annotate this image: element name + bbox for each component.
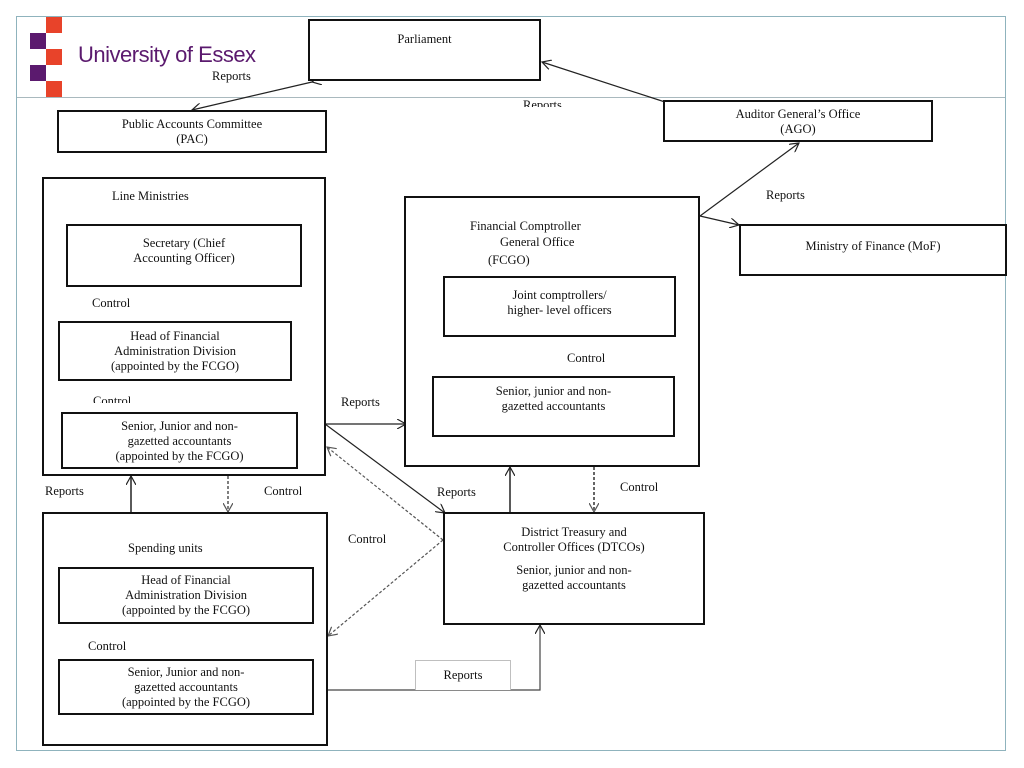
node-dtco: District Treasury and Controller Offices… — [443, 512, 705, 625]
node-line: Senior, Junior and non- — [121, 419, 238, 433]
node-line: (FCGO) — [488, 253, 530, 267]
node-line: (AGO) — [780, 122, 816, 136]
node-line: gazetted accountants — [522, 578, 626, 592]
node-line: Controller Offices (DTCOs) — [503, 540, 645, 554]
node-title: Spending units — [128, 541, 203, 555]
header-divider — [17, 97, 1005, 98]
node-line: higher- level officers — [507, 303, 612, 317]
edge-label-control: Control — [264, 484, 303, 498]
node-ago: Auditor General’s Office (AGO) — [663, 100, 933, 142]
node-line: General Office — [500, 235, 575, 249]
node-line: gazetted accountants — [127, 434, 232, 448]
edge-label-reports: Reports — [437, 485, 476, 499]
node-line: District Treasury and — [521, 525, 627, 539]
node-line: Head of Financial — [130, 329, 220, 343]
edge-label-control: Control — [620, 480, 659, 494]
node-lm-head-fad: Head of Financial Administration Divisio… — [58, 321, 292, 381]
node-line: Senior, junior and non- — [516, 563, 632, 577]
node-mof: Ministry of Finance (MoF) — [739, 224, 1007, 276]
node-line: (appointed by the FCGO) — [121, 603, 251, 617]
node-line: (PAC) — [176, 132, 208, 146]
logo-square — [30, 65, 46, 81]
node-title: Parliament — [397, 32, 452, 46]
node-line: gazetted accountants — [501, 399, 606, 413]
node-title: Ministry of Finance (MoF) — [805, 239, 941, 253]
slide-frame — [16, 16, 1006, 751]
node-line: (appointed by the FCGO) — [115, 449, 244, 463]
logo-square — [30, 33, 46, 49]
node-line: Auditor General’s Office — [735, 107, 861, 121]
node-line: Accounting Officer) — [133, 251, 235, 265]
node-line: Public Accounts Committee — [121, 117, 263, 131]
node-su-accountants: Senior, Junior and non- gazetted account… — [58, 659, 314, 715]
node-parliament: Parliament — [308, 19, 541, 81]
node-line: Administration Division — [125, 588, 247, 602]
node-fcgo-joint: Joint comptrollers/ higher- level office… — [443, 276, 676, 337]
node-line: Head of Financial — [141, 573, 231, 587]
node-line: Senior, Junior and non- — [127, 665, 245, 679]
node-line: Secretary (Chief — [142, 236, 226, 250]
edge-label-reports: Reports — [766, 188, 805, 202]
node-line: (appointed by the FCGO) — [110, 359, 240, 373]
logo-square — [46, 49, 62, 65]
logo-square — [46, 81, 62, 97]
logo-square — [46, 17, 62, 33]
node-line: Financial Comptroller — [470, 219, 581, 233]
edge-label-reports: Reports — [212, 69, 251, 83]
university-logo — [30, 17, 64, 97]
node-secretary: Secretary (Chief Accounting Officer) — [66, 224, 302, 287]
edge-label-reports: Reports — [341, 395, 380, 409]
node-title: Line Ministries — [112, 189, 189, 203]
node-fcgo-accountants: Senior, junior and non- gazetted account… — [432, 376, 675, 437]
edge-label-control: Control — [93, 394, 132, 403]
edge-label-control: Control — [88, 639, 127, 653]
edge-label-control: Control — [567, 351, 606, 365]
brand-name: University of Essex — [78, 42, 256, 67]
node-line: Joint comptrollers/ — [512, 288, 607, 302]
node-line: Senior, junior and non- — [495, 384, 612, 398]
node-line: (appointed by the FCGO) — [121, 695, 251, 709]
edge-label-reports: Reports — [523, 98, 562, 107]
node-line: Administration Division — [114, 344, 236, 358]
node-lm-accountants: Senior, Junior and non- gazetted account… — [61, 412, 298, 469]
edge-label-control: Control — [348, 532, 387, 546]
node-pac: Public Accounts Committee (PAC) — [57, 110, 327, 153]
node-su-head-fad: Head of Financial Administration Divisio… — [58, 567, 314, 624]
edge-label-control: Control — [92, 296, 131, 310]
node-line: gazetted accountants — [134, 680, 238, 694]
edge-label-reports-box: Reports — [415, 660, 511, 690]
edge-label-reports: Reports — [45, 484, 84, 498]
